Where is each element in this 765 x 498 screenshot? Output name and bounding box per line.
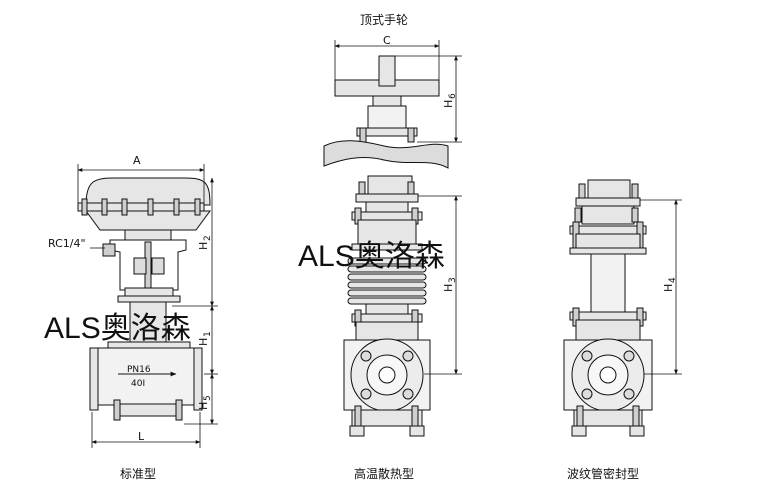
handwheel-hub bbox=[378, 55, 396, 87]
top-handwheel bbox=[323, 55, 449, 169]
diaphragm-lower-cover bbox=[85, 210, 211, 231]
dim-h1-group: H 1 bbox=[197, 331, 213, 346]
dim-h6-sub: 6 bbox=[448, 93, 458, 99]
body-model-label: 40I bbox=[131, 379, 145, 389]
bs-stem-housing bbox=[587, 179, 631, 199]
dim-h4-label: H bbox=[662, 284, 675, 292]
top-handwheel-title: 顶式手轮 bbox=[360, 13, 408, 27]
cooling-fins bbox=[347, 257, 427, 305]
dim-h1-label: H bbox=[197, 338, 210, 346]
handwheel-dimensions bbox=[334, 40, 462, 143]
bottom-cover bbox=[117, 403, 179, 417]
dim-h3-label: H bbox=[442, 284, 455, 292]
dim-h4-sub: 4 bbox=[668, 277, 678, 283]
high-temp-caption: 高温散热型 bbox=[354, 466, 414, 481]
bellows-dimensions bbox=[640, 199, 682, 375]
bellows-caption: 波纹管密封型 bbox=[567, 466, 639, 481]
dim-h5-sub: 5 bbox=[203, 395, 213, 401]
actuator-stem-nut bbox=[124, 229, 172, 241]
handwheel-break-section bbox=[323, 140, 449, 169]
standard-caption: 标准型 bbox=[120, 467, 156, 481]
bellows-column bbox=[590, 253, 626, 315]
dim-l-label: L bbox=[138, 430, 145, 443]
dim-h6-label: H bbox=[442, 100, 455, 108]
dim-h5-group: H 5 bbox=[197, 395, 213, 410]
standard-valve bbox=[77, 177, 211, 421]
dim-h6-group: H 6 bbox=[442, 93, 458, 108]
dim-h2-group: H 2 bbox=[197, 235, 213, 250]
dim-h3-sub: 3 bbox=[448, 277, 458, 283]
dim-a-label: A bbox=[133, 154, 141, 167]
diaphragm-upper-cover bbox=[85, 177, 211, 206]
rc-port-label: RC1/4" bbox=[48, 237, 86, 250]
standard-dimensions bbox=[77, 164, 218, 448]
dim-h2-sub: 2 bbox=[203, 235, 213, 241]
dim-h1-sub: 1 bbox=[203, 331, 213, 337]
dim-h3-group: H 3 bbox=[442, 277, 458, 292]
outlet-flange bbox=[193, 347, 203, 411]
ht-stem-housing bbox=[367, 175, 413, 195]
watermark-center: ALS奥洛森 bbox=[298, 240, 445, 273]
dim-h5-label: H bbox=[197, 402, 210, 410]
watermark-left: ALS奥洛森 bbox=[44, 312, 191, 345]
high-temp-dimensions bbox=[418, 195, 462, 375]
bellows-valve bbox=[563, 179, 653, 437]
inlet-flange bbox=[89, 347, 99, 411]
dim-h4-group: H 4 bbox=[662, 277, 678, 292]
dim-h2-label: H bbox=[197, 242, 210, 250]
valve-body bbox=[95, 347, 197, 406]
dim-c-label: C bbox=[383, 34, 391, 47]
diaphragm-flange bbox=[77, 202, 205, 212]
pn-rating-label: PN16 bbox=[127, 365, 151, 375]
high-temp-valve bbox=[343, 175, 431, 437]
